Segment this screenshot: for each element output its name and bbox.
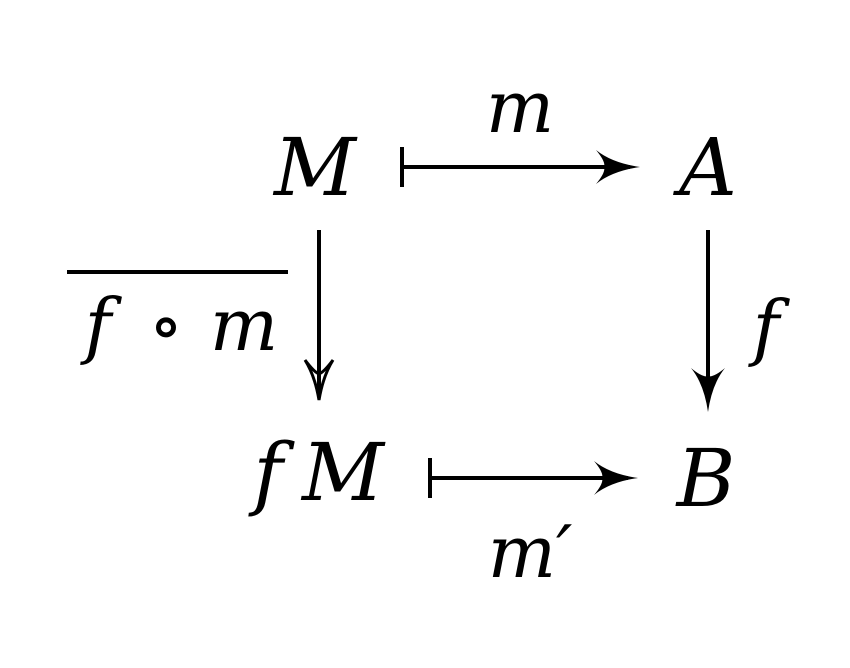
node-m-top-left: M xyxy=(272,121,358,214)
node-b-bottom-right: B xyxy=(675,432,736,525)
label-left-compose-op: ∘ xyxy=(148,283,183,367)
arrow-right-down xyxy=(691,230,725,412)
label-left-f: f xyxy=(80,283,123,367)
label-top-m: m xyxy=(486,65,554,149)
label-left-overline-composite: f ∘ m xyxy=(67,270,288,367)
node-fm-f: f xyxy=(248,426,295,519)
label-left-m: m xyxy=(210,283,278,367)
arrow-left-down-open xyxy=(303,230,335,401)
node-a-top-right: A xyxy=(672,121,737,214)
node-fm-m: M xyxy=(300,426,386,519)
arrow-top-maps-to xyxy=(400,147,640,187)
label-bottom-m-prime: m′ xyxy=(488,510,573,594)
arrow-bottom-maps-to xyxy=(428,458,638,498)
node-fm-bottom-left: f M xyxy=(248,426,386,519)
label-right-f: f xyxy=(748,285,791,369)
